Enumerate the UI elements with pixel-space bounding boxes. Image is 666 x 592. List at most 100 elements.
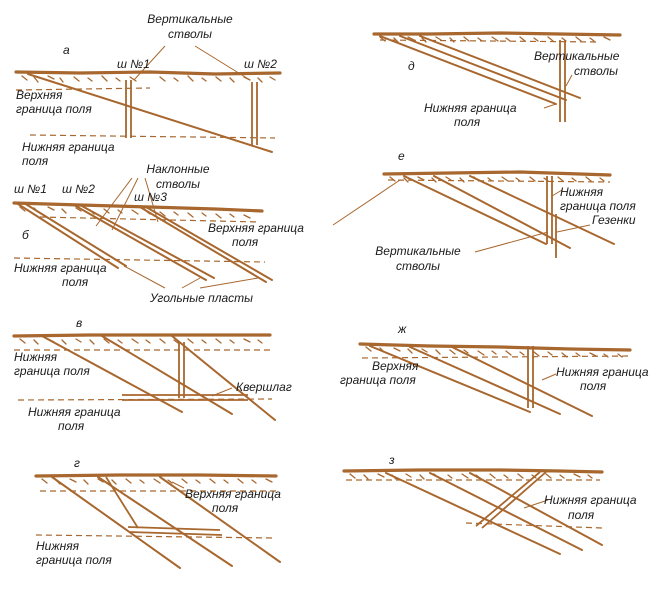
surface-z	[342, 468, 604, 474]
upper-boundary-label-b-1: Верхняя граница	[208, 221, 304, 235]
lower-boundary-label-a-2: поля	[22, 154, 49, 168]
upper-boundary-label-a-1: Верхняя	[16, 88, 63, 102]
seam-b-2	[73, 204, 207, 281]
seam-zh-3	[451, 346, 593, 417]
surface-v	[12, 333, 272, 338]
seam-d-3	[419, 35, 581, 99]
panel-letter-zh: ж	[397, 322, 407, 336]
leader-e-shafts-2	[474, 231, 549, 253]
vertical-shafts-label-d-1: Вертикальные	[534, 49, 620, 63]
inclined-shafts-label-b-1: Наклонные	[146, 162, 209, 176]
surface-zh	[358, 342, 632, 352]
seam-v-2	[101, 335, 233, 415]
vertical-shafts-label-a-1: Вертикальные	[147, 12, 233, 26]
vertical-shafts-label-e-1: Вертикальные	[375, 244, 461, 258]
panel-letter-b: б	[22, 228, 30, 242]
seam-e-2	[433, 175, 571, 249]
seam-b-3	[139, 206, 267, 283]
panel-v: в Нижняя граница поля Квершлаг Нижняя гр…	[12, 316, 292, 433]
upper-boundary-label-b-2: поля	[232, 235, 259, 249]
inclined-shafts-label-b-2: стволы	[156, 177, 200, 191]
seam-zh-2	[409, 346, 561, 415]
lower-boundary-label-zh-2: поля	[580, 379, 607, 393]
panel-letter-a: а	[63, 43, 70, 57]
shaft-2-label-b: ш №2	[62, 182, 95, 196]
panel-a: а Вертикальные стволы ш №1 ш №2 Верхняя …	[14, 12, 282, 168]
panel-b: б ш №1 ш №2 ш №3 Наклонные стволы Верхня…	[12, 162, 304, 305]
seam-e-3	[469, 175, 615, 245]
leader-a-1	[133, 45, 166, 81]
leader-v-crosscut	[211, 387, 233, 397]
winzes-label-e: Гезенки	[592, 213, 636, 227]
seam-zh-1	[369, 345, 531, 413]
upper-boundary-label-zh-2: граница поля	[340, 373, 416, 387]
leader-e-lower	[551, 189, 563, 197]
panel-zh: ж Верхняя граница поля Нижняя граница по…	[340, 322, 649, 417]
seam-g-2	[97, 476, 233, 567]
lower-boundary-label-e-1: Нижняя	[560, 185, 604, 199]
seam-z-3	[469, 472, 603, 546]
seam-z-1	[385, 472, 561, 555]
leader-b-2	[111, 177, 139, 231]
inclined-shaft-z	[475, 471, 541, 527]
lower-boundary-zh	[361, 355, 633, 359]
panel-z: з Нижняя граница поля	[342, 453, 637, 555]
lower-boundary-label-v-4: поля	[58, 419, 85, 433]
leader-b-3	[144, 177, 159, 223]
lower-boundary-d	[379, 39, 601, 43]
incline-g	[105, 476, 139, 529]
leader-b-seam-2	[181, 277, 201, 289]
lower-boundary-label-z-2: поля	[568, 508, 595, 522]
shaft-2-label-a: ш №2	[244, 57, 277, 71]
surface-hatch-z	[349, 473, 593, 480]
surface-a	[14, 70, 282, 76]
upper-boundary-label-zh-1: Верхняя	[372, 359, 419, 373]
seam-z-2	[429, 472, 583, 551]
lower-boundary-label-v-3: Нижняя граница	[28, 405, 121, 419]
lower-boundary-label-b-1: Нижняя граница	[14, 261, 107, 275]
surface-d	[372, 31, 622, 37]
inclined-shaft-z-wall	[481, 471, 547, 529]
lower-boundary-label-g-1: Нижняя	[36, 539, 80, 553]
crosscut-label-v: Квершлаг	[236, 380, 292, 394]
vertical-shafts-label-a-2: стволы	[168, 27, 212, 41]
lower-boundary-b	[13, 257, 266, 263]
shaft-1-label-a: ш №1	[117, 57, 150, 71]
crosscut-g-wall	[129, 531, 223, 536]
shaft-3-label-b: ш №3	[134, 190, 167, 204]
lower-boundary-z	[465, 522, 603, 529]
vertical-shafts-label-d-2: стволы	[574, 64, 618, 78]
upper-boundary-label-g-2: поля	[212, 501, 239, 515]
shaft-1-label-b: ш №1	[14, 182, 47, 196]
surface-hatch-g	[41, 478, 273, 485]
lower-boundary-v	[17, 398, 273, 401]
leader-b-seam-1	[123, 265, 166, 289]
lower-boundary-label-z-1: Нижняя граница	[544, 493, 637, 507]
panel-g: г Верхняя граница поля Нижняя граница по…	[34, 456, 281, 569]
crosscut-g	[127, 526, 221, 531]
seam-g-1	[51, 476, 181, 569]
surface-b	[12, 201, 264, 213]
leader-e-winzes	[556, 224, 591, 233]
upper-boundary-label-g-1: Верхняя граница	[185, 487, 281, 501]
leader-b-1	[95, 177, 133, 227]
lower-boundary-label-zh-1: Нижняя граница	[556, 365, 649, 379]
lower-boundary-label-a-1: Нижняя граница	[22, 140, 115, 154]
leader-a-2	[194, 45, 251, 81]
lower-boundary-label-b-2: поля	[62, 275, 89, 289]
panel-letter-d: д	[408, 59, 415, 73]
seam-b-1-shaft	[23, 202, 127, 267]
panel-letter-v: в	[76, 316, 82, 330]
seam-d-1	[379, 35, 557, 105]
upper-boundary-e	[387, 179, 611, 183]
coal-seams-label-b: Угольные пласты	[149, 291, 253, 305]
seam-e-1	[403, 175, 547, 245]
lower-boundary-g	[35, 534, 275, 539]
leader-e-shafts	[332, 179, 401, 226]
leader-b-seam-3	[199, 277, 259, 289]
lower-boundary-label-v-1: Нижняя	[14, 350, 58, 364]
lower-boundary-label-e-2: граница поля	[560, 199, 636, 213]
upper-boundary-label-a-2: граница поля	[16, 102, 92, 116]
panel-letter-z: з	[388, 453, 395, 467]
panel-d: д Вертикальные стволы Нижняя граница пол…	[372, 31, 622, 129]
